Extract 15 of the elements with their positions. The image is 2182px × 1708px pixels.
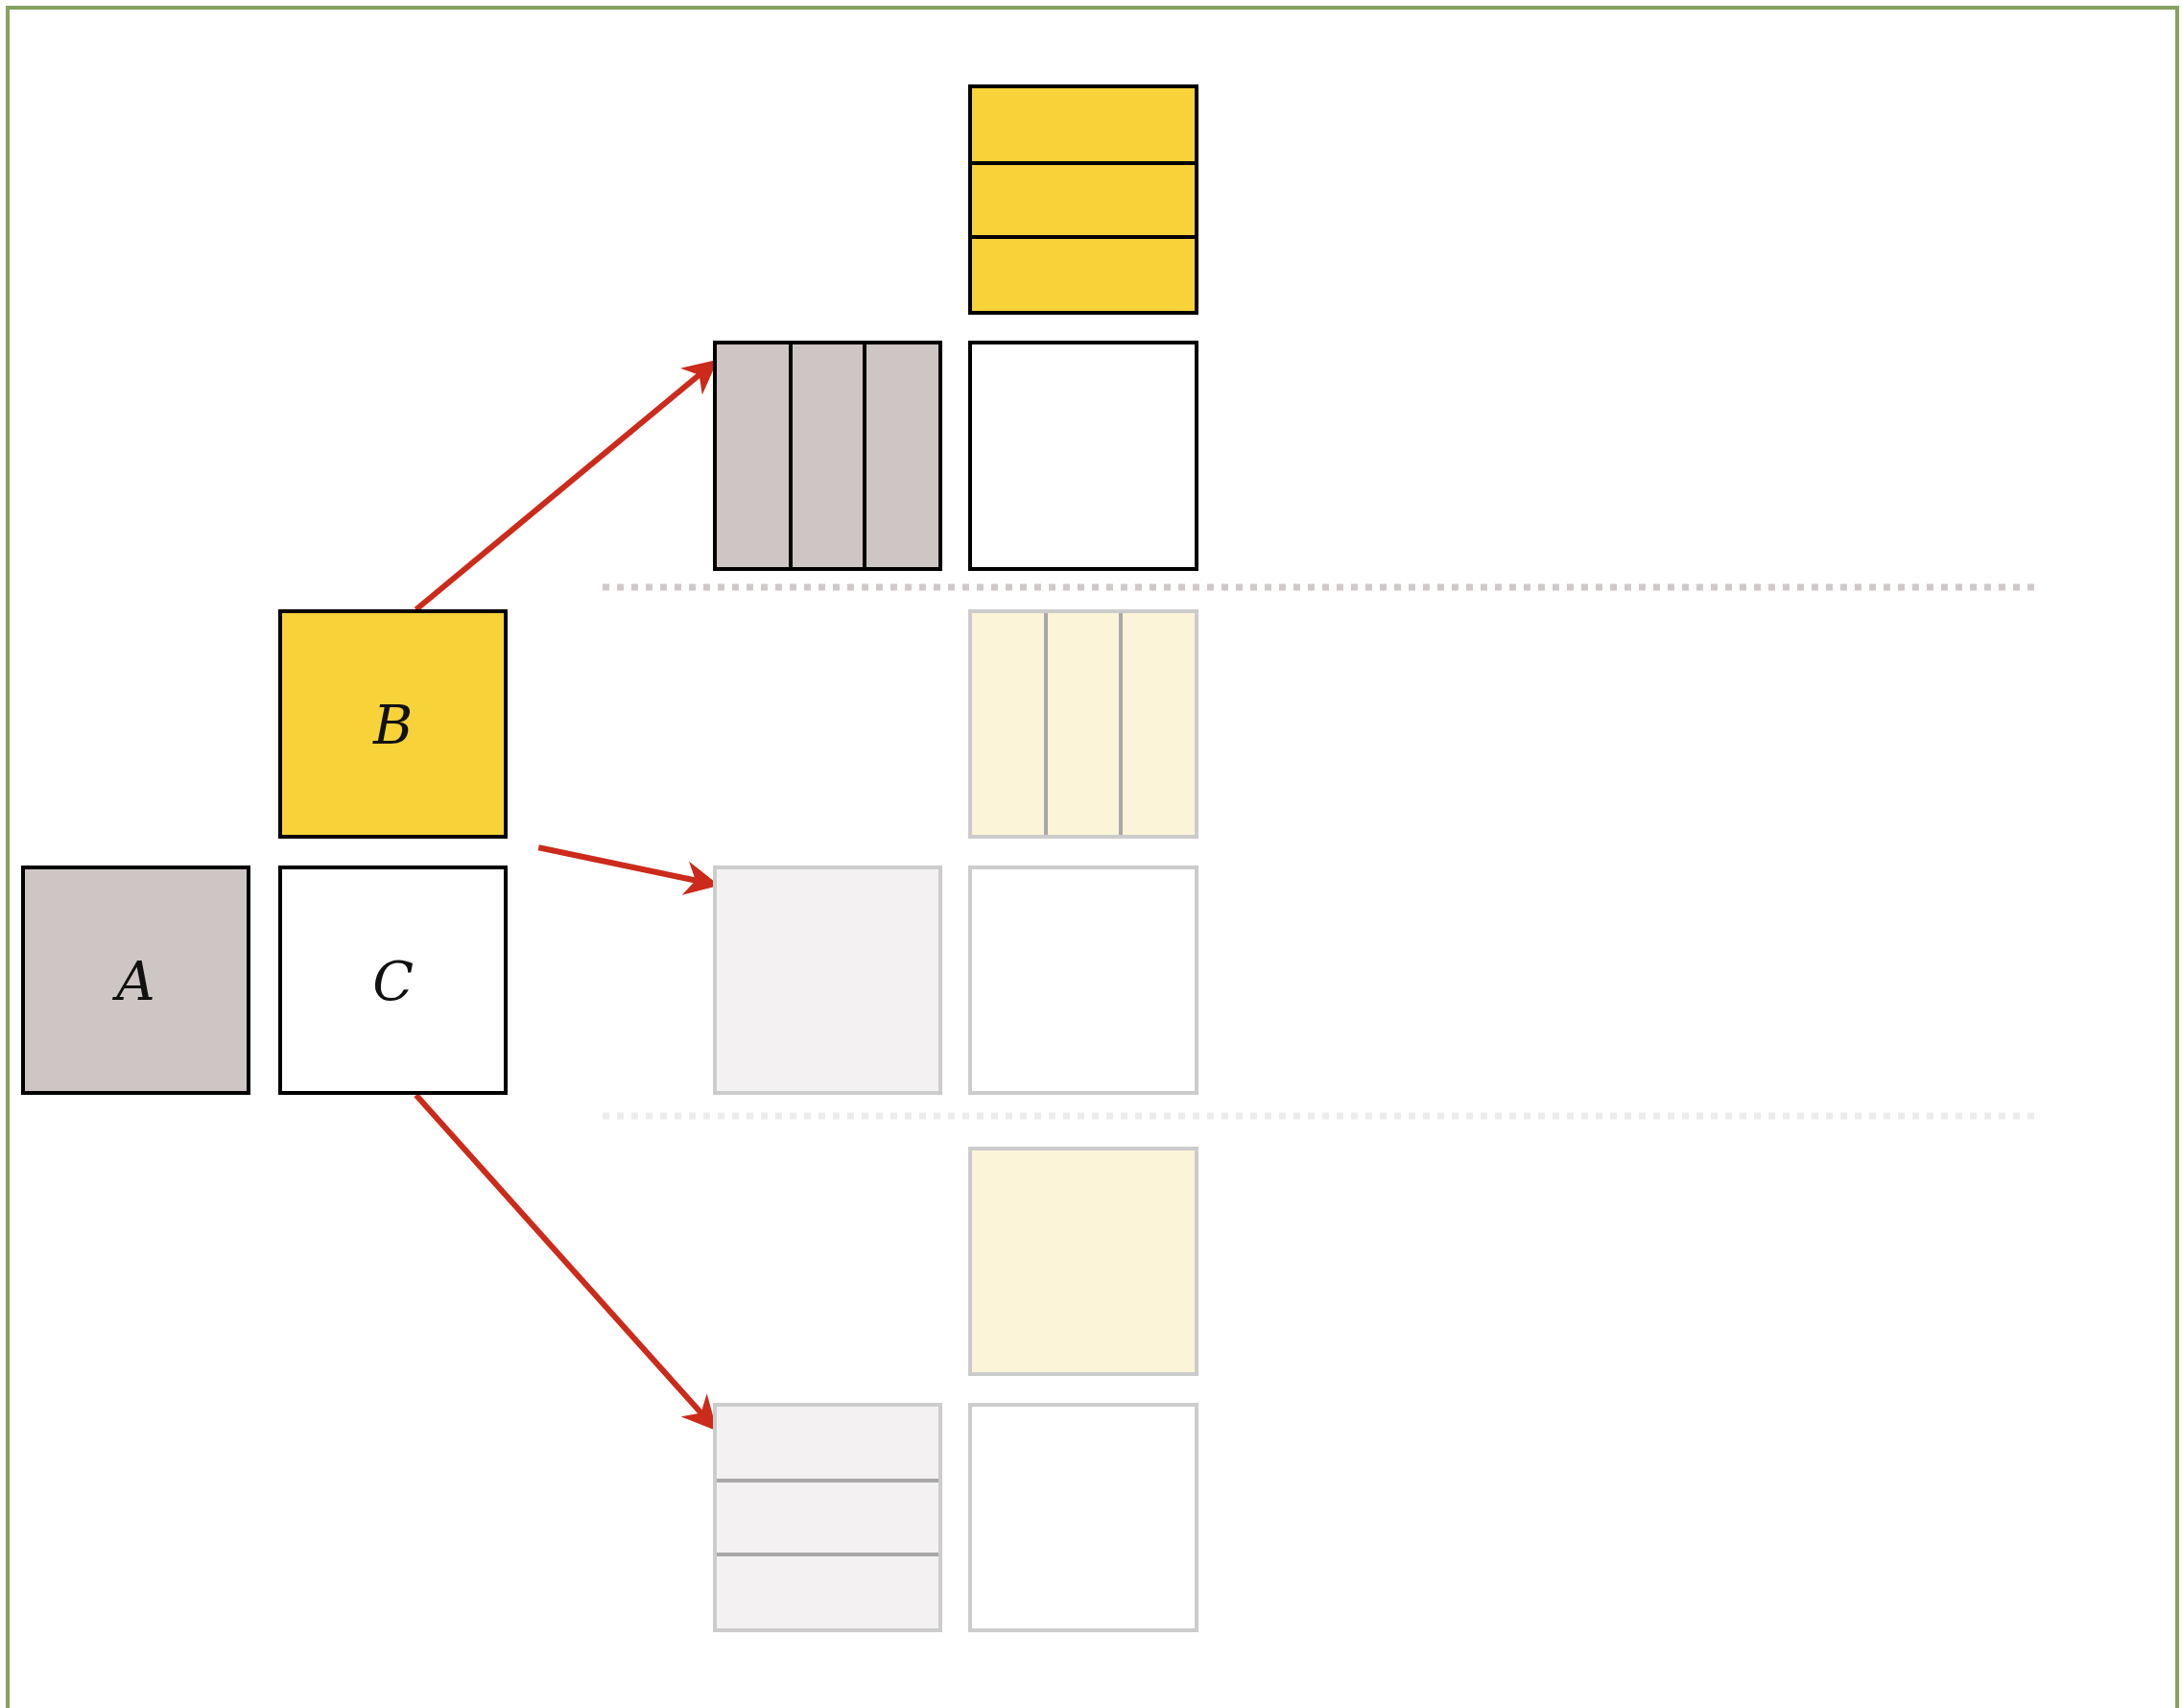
matrix-block	[712, 1402, 942, 1633]
matrix-label: A	[24, 949, 248, 1012]
matrix-block	[968, 1147, 1198, 1377]
matrix-block	[968, 84, 1198, 315]
matrix-label: C	[371, 949, 415, 1012]
matrix-block	[20, 866, 251, 1096]
matrix-label: B	[371, 693, 415, 756]
matrix-block	[968, 866, 1198, 1096]
matrix-block	[968, 609, 1198, 840]
matrix-block	[968, 341, 1198, 571]
matrix-block	[278, 866, 509, 1096]
matrix-block	[278, 609, 509, 840]
matrix-block	[968, 1402, 1198, 1633]
matrix-block	[712, 866, 942, 1096]
matrix-block	[712, 341, 942, 571]
